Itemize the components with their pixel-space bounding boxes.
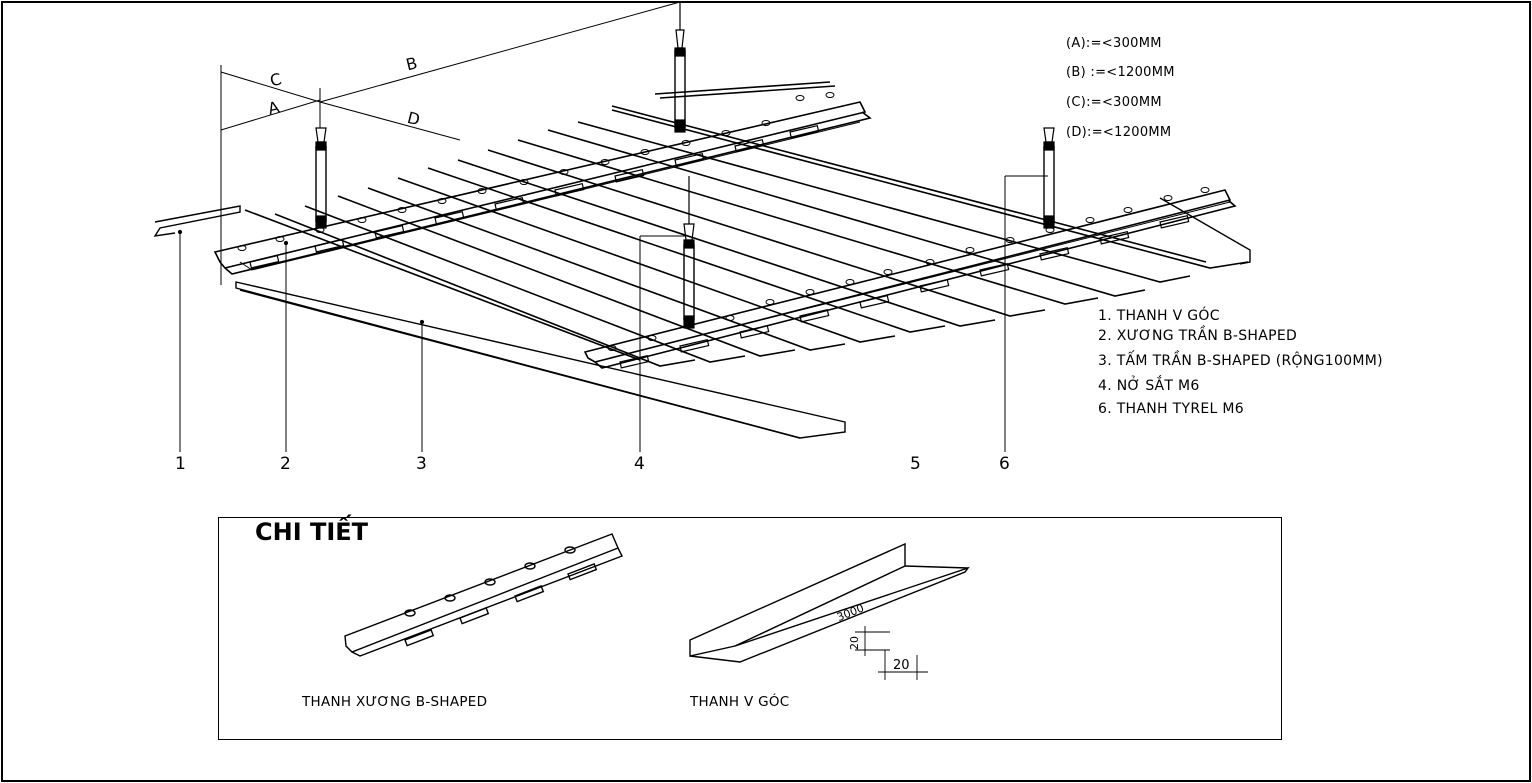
detail-box xyxy=(218,517,1282,740)
detail-angle-caption: THANH V GÓC xyxy=(690,694,790,710)
spec-c: (C):=<300MM xyxy=(1066,95,1162,110)
detail-carrier-drawing xyxy=(344,533,623,657)
spec-d: (D):=<1200MM xyxy=(1066,125,1172,140)
callout-6: 6 xyxy=(999,454,1010,474)
hanger-rod xyxy=(1043,127,1055,229)
carrier-holes xyxy=(237,92,1210,351)
legend-item-6: 6. THANH TYREL M6 xyxy=(1098,401,1244,417)
wall-angle xyxy=(153,197,1251,265)
spec-b: (B) :=<1200MM xyxy=(1066,65,1175,80)
callout-4: 4 xyxy=(634,454,645,474)
carrier-clips xyxy=(249,124,1190,369)
callout-2: 2 xyxy=(280,454,291,474)
detail-leg-width-dim: 20 xyxy=(893,658,910,673)
spec-a: (A):=<300MM xyxy=(1066,36,1162,51)
callout-1: 1 xyxy=(175,454,186,474)
legend-item-1: 1. THANH V GÓC xyxy=(1098,308,1220,324)
legend-item-3: 3. TẤM TRẦN B-SHAPED (RỘNG100MM) xyxy=(1098,353,1383,369)
spacing-dimension-lines xyxy=(220,1,681,285)
detail-title: CHI TIẾT xyxy=(255,518,369,546)
hanger-rod xyxy=(674,2,686,133)
callout-3: 3 xyxy=(416,454,427,474)
hanger-rods xyxy=(315,2,1055,329)
callout-5: 5 xyxy=(910,454,921,474)
detail-leg-height-dim: 20 xyxy=(848,636,861,650)
hanger-rod xyxy=(315,127,327,229)
leader-lines xyxy=(177,175,1048,452)
detail-carrier-caption: THANH XƯƠNG B-SHAPED xyxy=(302,694,488,710)
hanger-rod xyxy=(683,176,695,329)
legend-item-4: 4. NỞ SẮT M6 xyxy=(1098,378,1200,394)
b-shaped-carrier-back xyxy=(583,189,1237,369)
detail-wall-angle-drawing xyxy=(689,542,970,663)
detail-dimension-lines xyxy=(855,626,928,680)
legend-item-2: 2. XƯƠNG TRẦN B-SHAPED xyxy=(1098,328,1298,344)
b-shaped-carrier-front xyxy=(213,101,872,275)
